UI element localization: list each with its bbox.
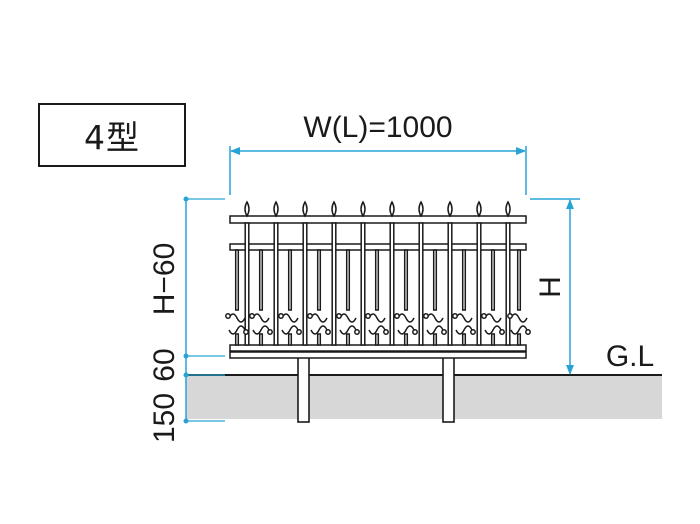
fence-ornament [452,249,476,346]
middle-vertical-label: 60 [148,348,181,381]
left-dimension: H−60 60 150 [148,196,225,443]
height-label: H [534,276,567,298]
fence-ornament [225,249,249,346]
base-rail [229,351,527,359]
fence-ornament [423,249,447,346]
fence-ornament [481,249,505,346]
ground-area [186,375,662,419]
fence-ornament [307,249,331,346]
lower-vertical-label: 150 [148,393,181,443]
fence-picket [505,200,511,346]
upper-vertical-label: H−60 [148,243,181,316]
fence-panel [225,200,531,359]
fence-post-right [442,351,455,423]
ground-label: G.L [606,340,654,373]
fence-ornament [507,249,531,346]
fence-picket [418,200,424,346]
width-label: W(L)=1000 [303,111,452,144]
fence-picket [360,200,366,346]
fence-ornament [278,249,302,346]
bottom-rail [229,344,527,352]
fence-picket [447,200,453,346]
width-dimension: W(L)=1000 [229,111,527,195]
height-dimension: H [530,198,580,375]
fence-ornament [336,249,360,346]
fence-post-left [297,351,310,423]
fence-picket [389,200,395,346]
fence-picket [273,200,279,346]
fence-picket [331,200,337,346]
fence-ornament [365,249,389,346]
fence-ornament [249,249,273,346]
fence-pickets [225,200,531,346]
fence-picket [476,200,482,346]
fence-picket [244,200,250,346]
model-title: 4型 [84,118,140,157]
model-title-box: 4型 [38,103,186,167]
fence-ornament [394,249,418,346]
top-rail [229,215,527,224]
fence-picket [302,200,308,346]
